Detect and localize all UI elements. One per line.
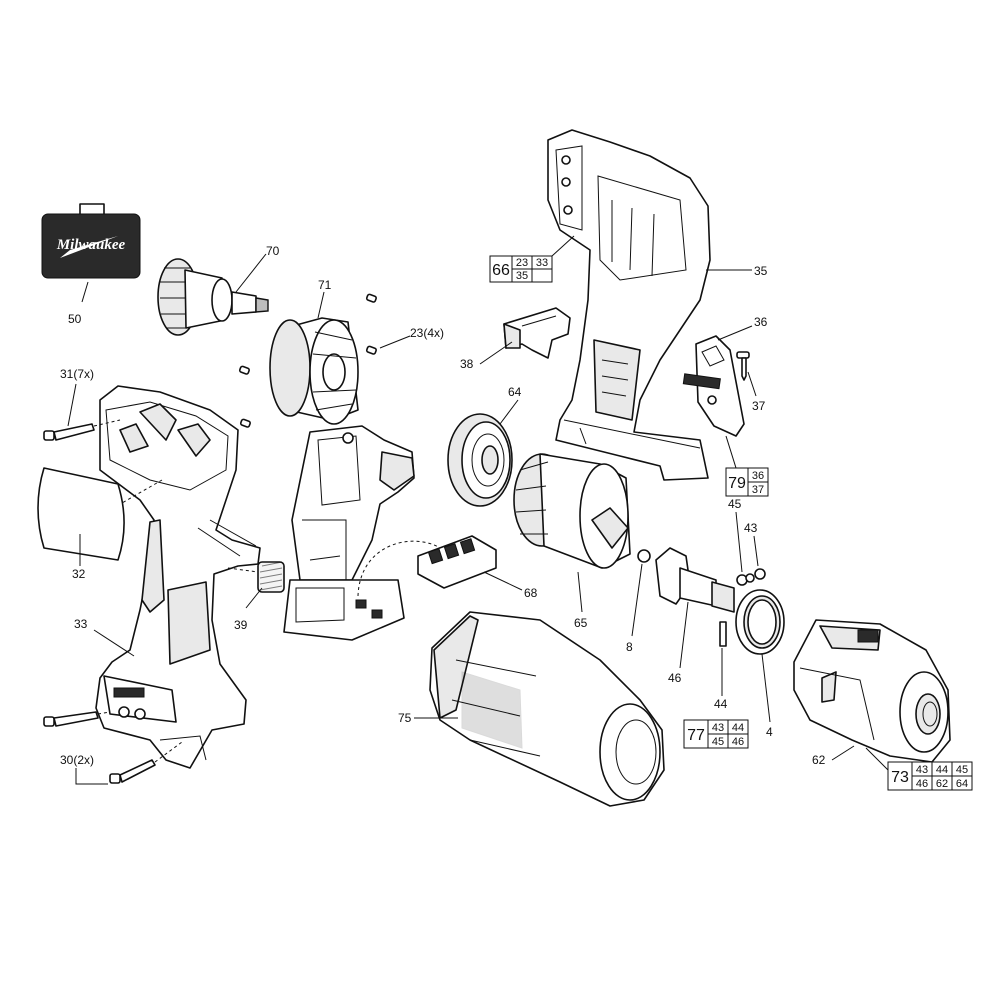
impact-mechanism-part-65 — [513, 453, 631, 569]
callout-62: 62 — [812, 753, 826, 767]
callout-68: 68 — [524, 586, 538, 600]
callout-39: 39 — [234, 618, 248, 632]
kit-73-cell: 44 — [936, 764, 948, 776]
kit-box-79: 79 36 37 — [725, 467, 769, 497]
carry-case-part-50: Milwaukee — [41, 203, 141, 279]
kit-79-cell: 36 — [752, 470, 764, 482]
kit-73-cell: 64 — [956, 778, 968, 790]
callout-44: 44 — [714, 697, 728, 711]
ring-part-45 — [736, 573, 755, 586]
kit-73-cell: 45 — [956, 764, 968, 776]
kit-73-cell: 43 — [916, 764, 928, 776]
housing-half-part-35 — [547, 129, 711, 481]
callout-65: 65 — [574, 616, 588, 630]
callout-8: 8 — [626, 640, 633, 654]
housing-half-part-33 — [95, 385, 261, 769]
screw-part-37 — [736, 351, 750, 381]
bearing-cap-part-64 — [447, 413, 513, 507]
callout-38: 38 — [460, 357, 474, 371]
callout-75: 75 — [398, 711, 412, 725]
callout-35: 35 — [754, 264, 768, 278]
screw-part-31 — [43, 423, 95, 441]
kit-77-cell: 45 — [712, 736, 724, 748]
kit-66-main: 66 — [492, 262, 510, 279]
kit-77-main: 77 — [687, 727, 705, 744]
switch-module-assembly — [283, 425, 415, 641]
callout-64: 64 — [508, 385, 522, 399]
anvil-part-46 — [655, 547, 735, 613]
kit-79-main: 79 — [728, 475, 746, 492]
kit-77-cell: 43 — [712, 722, 724, 734]
callout-46: 46 — [668, 671, 682, 685]
kit-box-77: 77 43 44 45 46 — [683, 719, 749, 749]
callout-50: 50 — [68, 312, 82, 326]
callout-30: 30(2x) — [60, 753, 94, 767]
led-board-part-68 — [417, 535, 497, 589]
callout-33: 33 — [74, 617, 88, 631]
pin-part-44 — [719, 621, 727, 647]
motor-rotor-part-70 — [157, 258, 269, 336]
kit-73-cell: 62 — [936, 778, 948, 790]
motor-stator-part-71 — [269, 317, 359, 425]
brand-logo: Milwaukee — [56, 237, 126, 253]
kit-box-73: 73 43 44 45 46 62 64 — [887, 761, 973, 791]
washer-part-4 — [735, 589, 785, 655]
callout-37: 37 — [752, 399, 766, 413]
kit-box-66: 66 23 33 35 — [489, 255, 553, 283]
ball-part-8 — [637, 549, 651, 563]
spring-part-39 — [257, 561, 285, 593]
boot-cover-part-75 — [429, 611, 665, 807]
kit-73-cell: 46 — [916, 778, 928, 790]
callout-4: 4 — [766, 725, 773, 739]
kit-73-main: 73 — [891, 769, 909, 786]
pins-part-23 — [238, 293, 377, 428]
kit-77-cell: 44 — [732, 722, 744, 734]
kit-79-cell: 37 — [752, 484, 764, 496]
label-sheet-part-32 — [37, 467, 125, 561]
callout-45: 45 — [728, 497, 742, 511]
callout-36: 36 — [754, 315, 768, 329]
ring-part-43 — [754, 568, 766, 580]
kit-66-cell: 33 — [536, 257, 548, 269]
callout-71: 71 — [318, 278, 332, 292]
plate-part-36 — [682, 335, 745, 437]
callout-43: 43 — [744, 521, 758, 535]
switch-bracket-part-38 — [503, 307, 571, 359]
kit-66-cell: 35 — [516, 270, 528, 282]
kit-66-cell: 23 — [516, 257, 528, 269]
callout-70: 70 — [266, 244, 280, 258]
callout-31: 31(7x) — [60, 367, 94, 381]
hammer-case-part-62 — [793, 619, 951, 763]
callout-23: 23(4x) — [410, 326, 444, 340]
kit-77-cell: 46 — [732, 736, 744, 748]
screws-part-30 — [43, 711, 156, 784]
callout-32: 32 — [72, 567, 86, 581]
